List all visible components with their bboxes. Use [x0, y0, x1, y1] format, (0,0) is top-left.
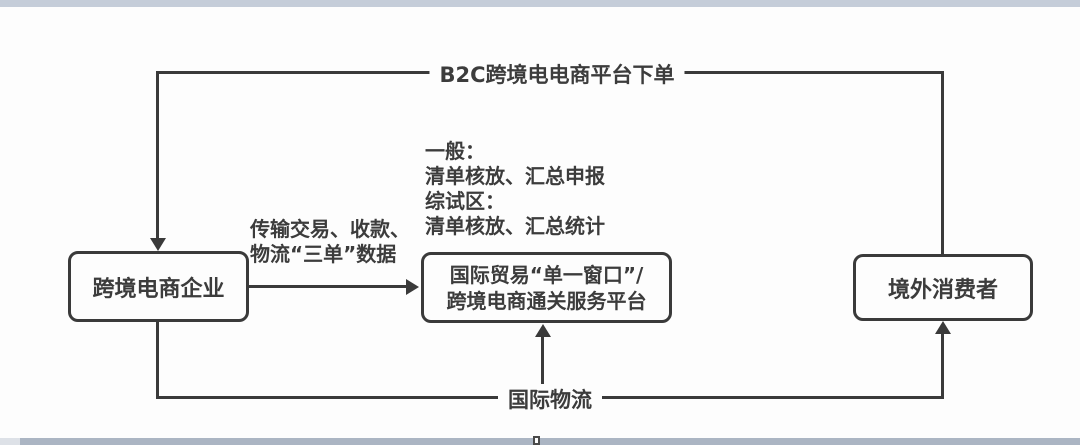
transfer-label-line-1: 传输交易、收款、: [250, 217, 410, 241]
platform-node-label-line-2: 跨境电商通关服务平台: [446, 288, 647, 313]
declaration-note: 一般： 清单核放、汇总申报 综试区： 清单核放、汇总统计: [425, 139, 605, 239]
enterprise-node-label: 跨境电商企业: [92, 276, 225, 302]
arrowhead-into-platform: [406, 279, 419, 295]
note-line-zone: 综试区：: [425, 189, 505, 213]
bottom-flow-label: 国际物流: [498, 384, 602, 414]
arrowhead-into-consumer: [935, 321, 951, 334]
arrowhead-into-enterprise: [150, 238, 166, 251]
node-cross-border-ecommerce-enterprise: 跨境电商企业: [68, 251, 249, 322]
taskbar-cursor-mark: [533, 436, 540, 445]
note-line-general-detail: 清单核放、汇总申报: [425, 164, 605, 188]
bottom-flow-left-vertical-line: [156, 322, 159, 399]
top-flow-right-vertical-line: [941, 71, 944, 256]
arrowhead-into-platform-bottom: [535, 324, 551, 337]
bottom-flow-middle-vertical-line: [541, 335, 544, 388]
consumer-node-label: 境外消费者: [887, 277, 998, 303]
window-top-bar: [0, 0, 1080, 7]
top-flow-label: B2C跨境电电商平台下单: [429, 59, 685, 89]
note-line-zone-detail: 清单核放、汇总统计: [425, 214, 605, 238]
window-bottom-bar-highlight: [0, 438, 20, 445]
note-line-general: 一般：: [425, 139, 485, 163]
window-bottom-bar: [0, 438, 1080, 445]
node-single-window-platform: 国际贸易“单一窗口”/ 跨境电商通关服务平台: [421, 252, 672, 323]
transfer-label-line-2: 物流“三单”数据: [250, 242, 397, 266]
bottom-flow-right-vertical-line: [941, 331, 944, 399]
top-flow-left-vertical-line: [156, 71, 159, 241]
platform-node-label-line-1: 国际贸易“单一窗口”/: [449, 262, 644, 287]
node-overseas-consumer: 境外消费者: [853, 254, 1033, 321]
transfer-data-label: 传输交易、收款、 物流“三单”数据: [250, 217, 410, 267]
transfer-flow-line: [248, 285, 410, 288]
